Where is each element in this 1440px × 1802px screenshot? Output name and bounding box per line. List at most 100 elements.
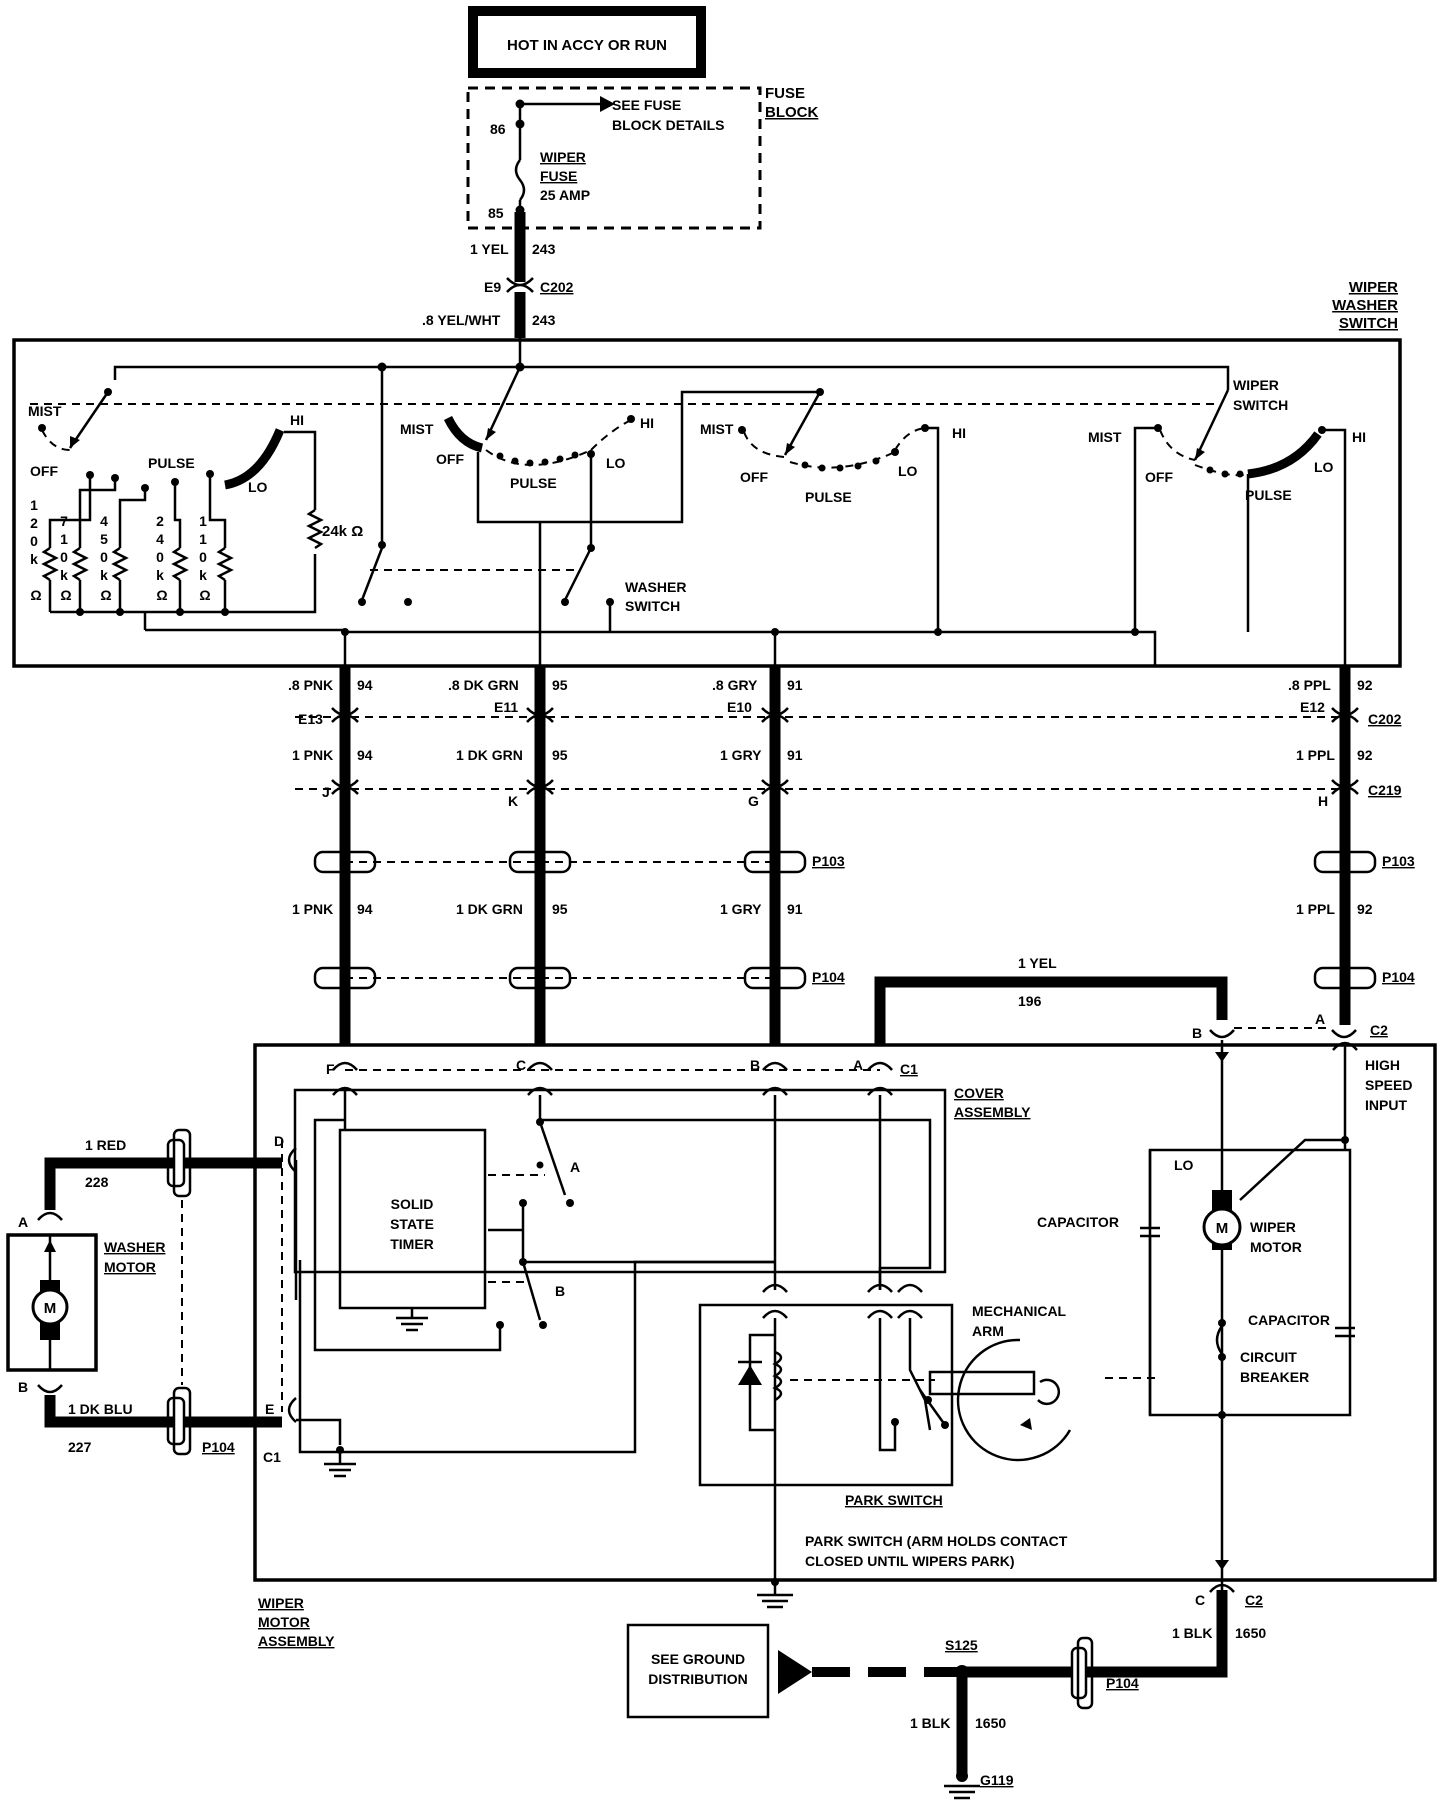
washer-switch-label: WASHER (625, 579, 686, 595)
assembly-label-3: ASSEMBLY (258, 1633, 335, 1649)
wire-gry-low: 1 GRY (720, 901, 762, 917)
switch-group-1: MIST OFF PULSE HI LO 24k Ω (28, 367, 1157, 665)
connector-c202-feed (506, 277, 534, 293)
pulse-label-3: PULSE (805, 489, 852, 505)
power-source: HOT IN ACCY OR RUN (468, 6, 706, 78)
pin-e10: E10 (727, 699, 752, 715)
lo-label-2: LO (606, 455, 626, 471)
fuse-label: WIPER (540, 149, 586, 165)
wire-pnk-top: .8 PNK (288, 677, 333, 693)
feed-wire: 1 YEL 243 E9 C202 .8 YEL/WHT 243 (422, 212, 574, 338)
wire-ppl-top: .8 PPL (1288, 677, 1331, 693)
see-ground-text-2: DISTRIBUTION (648, 1671, 748, 1687)
motor-lo-label: LO (1174, 1157, 1194, 1173)
pin-f: F (326, 1061, 335, 1077)
fuse-rating: 25 AMP (540, 187, 590, 203)
washer-p104-label: P104 (202, 1439, 235, 1455)
wire-dkgrn-mid: 1 DK GRN (456, 747, 523, 763)
wiper-washer-switch: WIPER WASHER SWITCH MIST OFF PULSE HI LO… (12, 279, 1402, 668)
svg-text:1 2 0: 1 2 0 k Ω (30, 497, 42, 603)
pin-d: D (274, 1133, 284, 1149)
assembly-label-2: MOTOR (258, 1614, 310, 1630)
relay-coil-icon (772, 1350, 783, 1402)
switch-group-4: WIPER SWITCH MIST OFF HI LO PULSE (1088, 377, 1366, 665)
timer-ground-icon (396, 1308, 428, 1332)
hi-label-4: HI (1352, 429, 1366, 445)
off-label-4: OFF (1145, 469, 1173, 485)
timer-label-2: STATE (390, 1216, 434, 1232)
p104-connectors: P104 P104 (313, 966, 1415, 990)
assembly-label: WIPER (258, 1595, 304, 1611)
hi-label: HI (290, 412, 304, 428)
ground-wire-label: 1 BLK (1172, 1625, 1212, 1641)
fuse-label-2: FUSE (540, 168, 577, 184)
switch-group-2: MIST OFF PULSE HI LO WASHER (400, 366, 824, 665)
pin-c-c1: C (516, 1057, 526, 1073)
circuit-95-mid: 95 (552, 747, 568, 763)
circuit-breaker-label-2: BREAKER (1240, 1369, 1309, 1385)
circuit-91-low: 91 (787, 901, 803, 917)
washer-pin-a: A (18, 1214, 28, 1230)
washer-motor-label-2: MOTOR (104, 1259, 156, 1275)
pulse-label-2: PULSE (510, 475, 557, 491)
p103-label: P103 (812, 853, 845, 869)
circuit-92: 92 (1357, 677, 1373, 693)
timer-label-3: TIMER (390, 1236, 434, 1252)
pin-e9: E9 (484, 279, 501, 295)
c1-label: C1 (900, 1061, 918, 1077)
wire-ppl-low: 1 PPL (1296, 901, 1335, 917)
switch-label: WIPER (1349, 279, 1398, 296)
ground-icon (757, 1578, 793, 1609)
ground-circuit: 1 BLK 1650 P104 S125 SEE GROUND DISTRIBU… (626, 1590, 1266, 1800)
ground-p104-label: P104 (1106, 1675, 1139, 1691)
off-label: OFF (30, 463, 58, 479)
wire-dkgrn-top: .8 DK GRN (448, 677, 519, 693)
c202-label: C202 (540, 279, 574, 295)
resistor-bank: 1 2 0 k Ω 7 1 0 k Ω 4 5 0 k (30, 474, 340, 632)
pulse-label-4: PULSE (1245, 487, 1292, 503)
c219-label: C219 (1368, 782, 1402, 798)
washer-motor-icon (31, 1288, 69, 1326)
switch-label-3: SWITCH (1339, 315, 1398, 332)
park-note: PARK SWITCH (ARM HOLDS CONTACT (805, 1533, 1068, 1549)
pin-85: 85 (488, 205, 504, 221)
pin-b-c1: B (750, 1057, 760, 1073)
circuit-92-low: 92 (1357, 901, 1373, 917)
relay-b-label: B (555, 1283, 565, 1299)
pin-e13: E13 (298, 711, 323, 727)
circuit-228: 228 (85, 1174, 109, 1190)
hi-label-3: HI (952, 425, 966, 441)
washer-motor: 1 RED 228 1 DK BLU 227 P104 C1 A B WASHE… (6, 1128, 282, 1465)
mech-arm-label-2: ARM (972, 1323, 1004, 1339)
svg-text:1 1 0: 1 1 0 k Ω (199, 513, 211, 603)
c219-connectors: C219 (331, 779, 1402, 798)
capacitor-label-2: CAPACITOR (1248, 1312, 1330, 1328)
wire-gry-top: .8 GRY (712, 677, 758, 693)
washer-switch-label-2: SWITCH (625, 598, 680, 614)
see-ground-text: SEE GROUND (651, 1651, 745, 1667)
wire-dkblu-label: 1 DK BLU (68, 1401, 133, 1417)
pin-e11: E11 (494, 699, 518, 715)
circuit-94-low: 94 (357, 901, 373, 917)
circuit-94-mid: 94 (357, 747, 373, 763)
pin-a-c2: A (1315, 1011, 1325, 1027)
high-speed-label: HIGH (1365, 1057, 1400, 1073)
wiper-motor-label-2: MOTOR (1250, 1239, 1302, 1255)
wire-gry-mid: 1 GRY (720, 747, 762, 763)
circuit-94: 94 (357, 677, 373, 693)
p103-label-2: P103 (1382, 853, 1415, 869)
resistor-24k (306, 508, 324, 550)
off-label-3: OFF (740, 469, 768, 485)
c2-label-bottom: C2 (1245, 1592, 1263, 1608)
wiper-motor-assembly: WIPER MOTOR ASSEMBLY F C B A C1 B A C2 C… (253, 1011, 1437, 1649)
pin-a-c1: A (853, 1057, 863, 1073)
mechanical-arm-icon (928, 1370, 1036, 1396)
relay-a-label: A (570, 1159, 580, 1175)
c2-label: C2 (1370, 1022, 1388, 1038)
wire-dkgrn-low: 1 DK GRN (456, 901, 523, 917)
washer-motor-label: WASHER (104, 1239, 165, 1255)
park-note-2: CLOSED UNTIL WIPERS PARK) (805, 1553, 1015, 1569)
pin-e: E (265, 1401, 274, 1417)
c202-connectors: C202 (331, 707, 1402, 727)
